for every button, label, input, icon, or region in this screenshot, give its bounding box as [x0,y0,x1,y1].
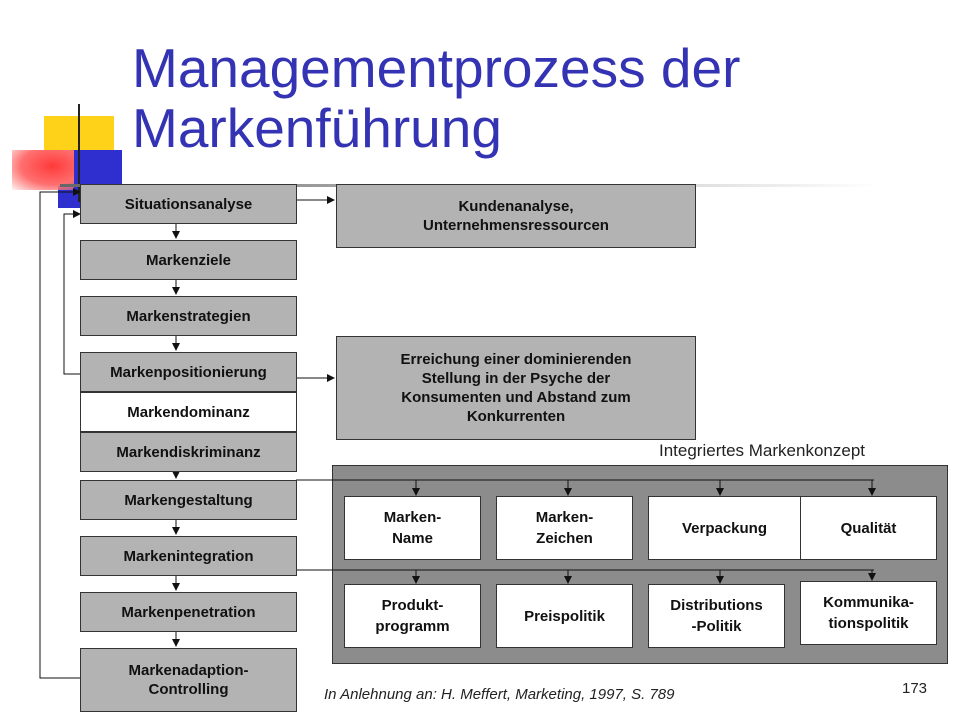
concept-qualitaet: Qualität [800,496,937,560]
concept-marken-zeichen: Marken- Zeichen [496,496,633,560]
step-markenziele: Markenziele [80,240,297,280]
concept-produktprogramm: Produkt- programm [344,584,481,648]
source-citation: In Anlehnung an: H. Meffert, Marketing, … [324,686,675,703]
page-number: 173 [902,680,928,697]
step-markengestaltung: Markengestaltung [80,480,297,520]
note-positionierung: Erreichung einer dominierenden Stellung … [336,336,696,440]
note-kundenanalyse: Kundenanalyse, Unternehmensressourcen [336,184,696,248]
step-situationsanalyse: Situationsanalyse [80,184,297,224]
step-markenpositionierung: Markenpositionierung [80,352,297,392]
concept-kommunikationspolitik: Kommunika- tionspolitik [800,581,937,645]
note-arrows [296,196,335,382]
concept-preispolitik: Preispolitik [496,584,633,648]
decorative-red-square [12,150,74,190]
integrated-concept-label: Integriertes Markenkonzept [659,441,865,460]
concept-verpackung: Verpackung [648,496,801,560]
step-markenstrategien: Markenstrategien [80,296,297,336]
decorative-vertical-line [78,104,80,202]
step-markenadaption-controlling: Markenadaption- Controlling [80,648,297,712]
feedback-loops [39,188,81,679]
step-markendominanz: Markendominanz [80,392,297,432]
concept-distributionspolitik: Distributions -Politik [648,584,785,648]
step-markendiskriminanz: Markendiskriminanz [80,432,297,472]
concept-marken-name: Marken- Name [344,496,481,560]
slide-title: Managementprozess der Markenführung [132,37,741,159]
step-markenpenetration: Markenpenetration [80,592,297,632]
step-markenintegration: Markenintegration [80,536,297,576]
